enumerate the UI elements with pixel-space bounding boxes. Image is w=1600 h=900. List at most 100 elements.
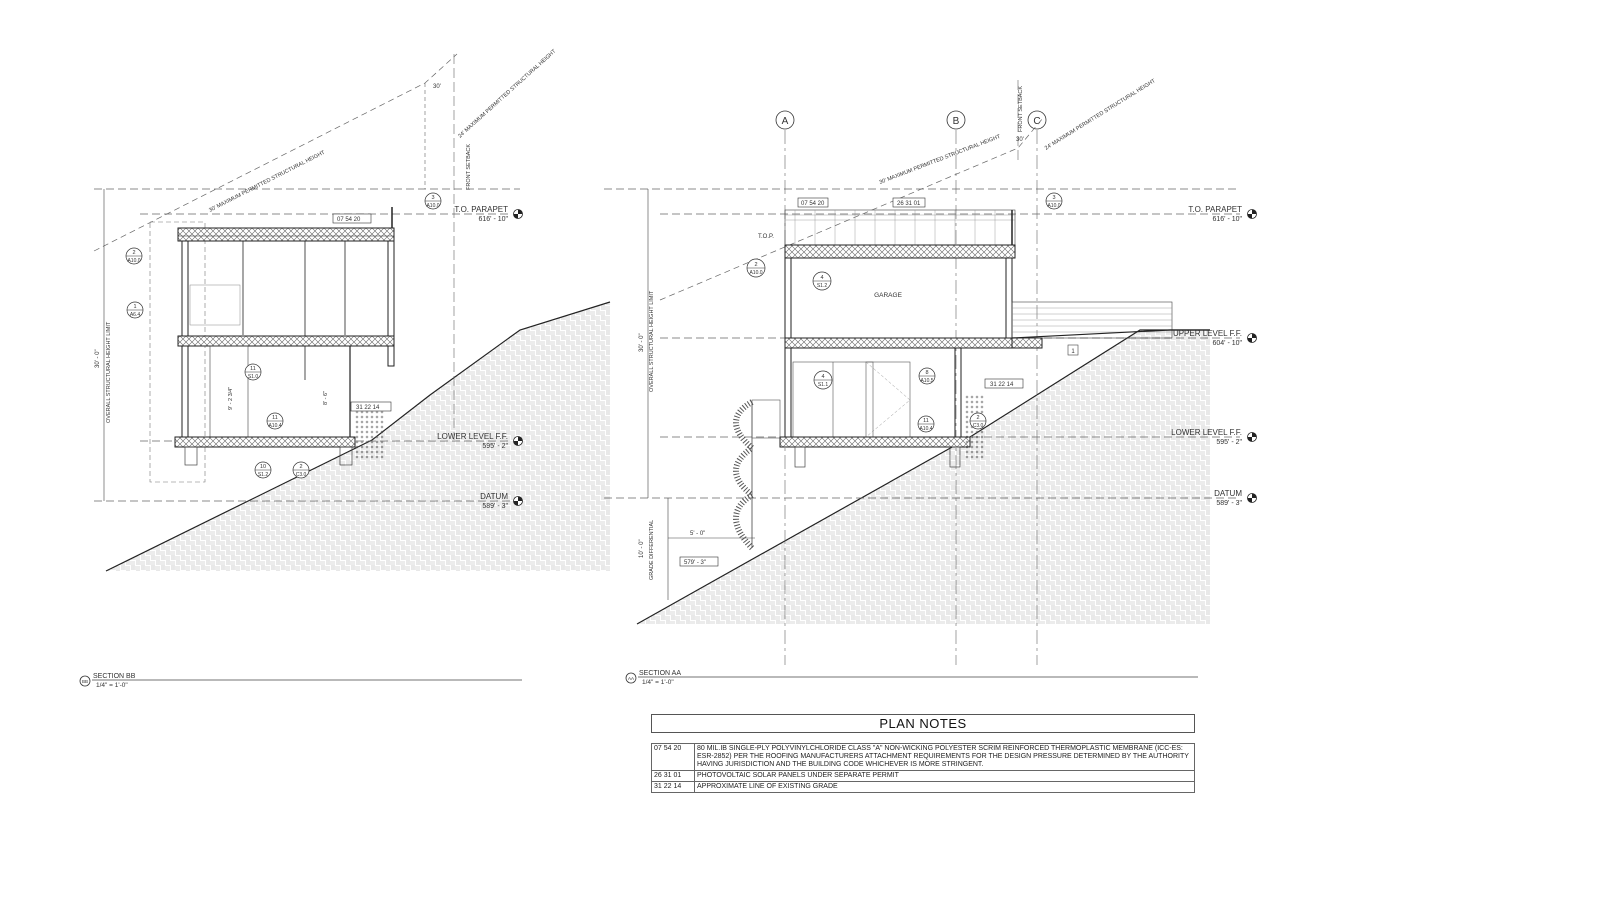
svg-text:A10.4: A10.4: [919, 426, 932, 432]
callout-aa-2-c3: 2C3.0: [969, 412, 987, 430]
svg-text:S1.1: S1.1: [818, 382, 829, 388]
section-bb-title: BB SECTION BB 1/4" = 1'-0": [79, 673, 522, 689]
setback-dim-text-aa: 30': [1016, 137, 1024, 143]
table-row: 26 31 01 PHOTOVOLTAIC SOLAR PANELS UNDER…: [651, 770, 1195, 782]
note-code: 31 22 14: [651, 781, 695, 793]
overall-dim-text: 30' - 0": [95, 349, 101, 368]
low-elev-text: 579' - 3": [684, 560, 706, 566]
max-height-text-aa: 30' MAXIMUM PERMITTED STRUCTURAL HEIGHT: [879, 134, 1002, 186]
roof-tag-aa: 07 54 20: [801, 201, 825, 207]
svg-text:1/4" = 1'-0": 1/4" = 1'-0": [642, 679, 674, 686]
table-row: 07 54 20 80 MIL.IB SINGLE-PLY POLYVINYLC…: [651, 743, 1195, 771]
note-code: 26 31 01: [651, 770, 695, 782]
svg-text:LOWER LEVEL F.F.: LOWER LEVEL F.F.: [1171, 428, 1242, 437]
svg-text:A10.0: A10.0: [1047, 203, 1060, 209]
svg-text:AA: AA: [628, 676, 634, 681]
svg-text:C: C: [1033, 116, 1040, 127]
svg-text:595' - 2": 595' - 2": [482, 443, 508, 450]
svg-text:604' - 10": 604' - 10": [1212, 340, 1242, 347]
callout-2-c3: 2C3.0: [292, 461, 310, 479]
svg-text:1: 1: [1071, 349, 1075, 355]
grade-line: [105, 301, 611, 572]
svg-text:A10.4: A10.4: [268, 423, 281, 429]
grade-diff-text: GRADE DIFFERENTIAL: [649, 520, 655, 580]
svg-text:2: 2: [976, 415, 979, 421]
spiral-stair: [733, 399, 781, 551]
building-bb: [149, 207, 395, 483]
building-aa: [779, 209, 1210, 468]
svg-text:10: 10: [260, 464, 266, 470]
level-marker-lower-aa: LOWER LEVEL F.F. 595' - 2": [1171, 428, 1257, 446]
level-marker-datum-bb: DATUM 589' - 3": [480, 492, 523, 510]
svg-text:C3.0: C3.0: [296, 472, 307, 478]
svg-text:11: 11: [923, 418, 929, 424]
max-height-text: 30' MAXIMUM PERMITTED STRUCTURAL HEIGHT: [208, 149, 326, 213]
grade-diff-dim: 10' - 0": [639, 539, 645, 558]
svg-text:1: 1: [133, 304, 136, 310]
soil-fill: [106, 302, 610, 571]
svg-text:11: 11: [272, 415, 278, 421]
callout-1-a6: 1A6.4: [126, 301, 144, 319]
grid-bubble-c: C: [1027, 110, 1047, 130]
svg-text:SECTION BB: SECTION BB: [93, 673, 136, 680]
svg-text:3: 3: [431, 195, 434, 201]
overall-height-text: OVERALL STRUCTURAL HEIGHT LIMIT: [106, 321, 112, 423]
svg-text:DATUM: DATUM: [1214, 489, 1242, 498]
section-bb: 30' MAXIMUM PERMITTED STRUCTURAL HEIGHT …: [79, 48, 611, 689]
svg-text:1/4" = 1'-0": 1/4" = 1'-0": [96, 682, 128, 689]
svg-text:A6.4: A6.4: [130, 312, 141, 318]
plan-notes-table: 07 54 20 80 MIL.IB SINGLE-PLY POLYVINYLC…: [651, 743, 1195, 793]
section-aa-title: AA SECTION AA 1/4" = 1'-0": [625, 670, 1198, 686]
overall-height-text-aa: OVERALL STRUCTURAL HEIGHT LIMIT: [649, 290, 655, 392]
soil-fill-aa: [637, 330, 1210, 624]
top-label: T.O.P.: [758, 234, 774, 240]
note-code: 07 54 20: [651, 743, 695, 771]
front-setback-text-aa: FRONT SETBACK: [1018, 86, 1024, 132]
callout-aa-1: 1: [1071, 349, 1075, 355]
level-marker-lower-bb: LOWER LEVEL F.F. 595' - 2": [437, 432, 523, 450]
room-label-garage: GARAGE: [874, 292, 902, 299]
callout-aa-4-s11: 4S1.1: [813, 370, 833, 390]
svg-text:A: A: [782, 116, 789, 127]
svg-text:T.O. PARAPET: T.O. PARAPET: [1188, 205, 1242, 214]
svg-text:11: 11: [250, 366, 256, 372]
ceiling-dim-1: 8' - 6": [323, 391, 329, 405]
svg-text:2: 2: [754, 262, 757, 268]
stair-dim-text: 5' - 0": [690, 531, 705, 537]
svg-text:S1.0: S1.0: [248, 374, 259, 380]
plan-notes-title: PLAN NOTES: [651, 714, 1195, 733]
svg-text:595' - 2": 595' - 2": [1216, 439, 1242, 446]
svg-text:UPPER LEVEL F.F.: UPPER LEVEL F.F.: [1173, 329, 1242, 338]
note-text: 80 MIL.IB SINGLE-PLY POLYVINYLCHLORIDE C…: [694, 743, 1195, 771]
svg-text:LOWER LEVEL F.F.: LOWER LEVEL F.F.: [437, 432, 508, 441]
front-setback-text: FRONT SETBACK: [466, 144, 472, 190]
callout-aa-4-s12: 4S1.2: [812, 271, 832, 291]
plan-notes: PLAN NOTES 07 54 20 80 MIL.IB SINGLE-PLY…: [651, 714, 1195, 793]
svg-text:4: 4: [821, 374, 824, 380]
note-text: APPROXIMATE LINE OF EXISTING GRADE: [694, 781, 1195, 793]
overall-dim-text-aa: 30' - 0": [639, 333, 645, 352]
level-marker-parapet-bb: T.O. PARAPET 616' - 10": [454, 205, 523, 223]
svg-text:A10.0: A10.0: [749, 270, 762, 276]
svg-text:616' - 10": 616' - 10": [478, 216, 508, 223]
setback-dim-text: 30': [433, 84, 441, 90]
table-row: 31 22 14 APPROXIMATE LINE OF EXISTING GR…: [651, 781, 1195, 793]
svg-text:C3.0: C3.0: [973, 423, 984, 429]
level-marker-parapet-aa: T.O. PARAPET 616' - 10": [1188, 205, 1257, 223]
svg-text:3: 3: [1052, 195, 1055, 201]
level-marker-upper-aa: UPPER LEVEL F.F. 604' - 10": [1173, 329, 1257, 347]
grade-tag-aa: 31 22 14: [990, 382, 1014, 388]
section-aa: A B C 30' MAXIMUM PERMITTED STRUCTURAL H…: [604, 78, 1257, 686]
svg-text:T.O. PARAPET: T.O. PARAPET: [454, 205, 508, 214]
svg-text:616' - 10": 616' - 10": [1212, 216, 1242, 223]
svg-text:589' - 3": 589' - 3": [1216, 500, 1242, 507]
